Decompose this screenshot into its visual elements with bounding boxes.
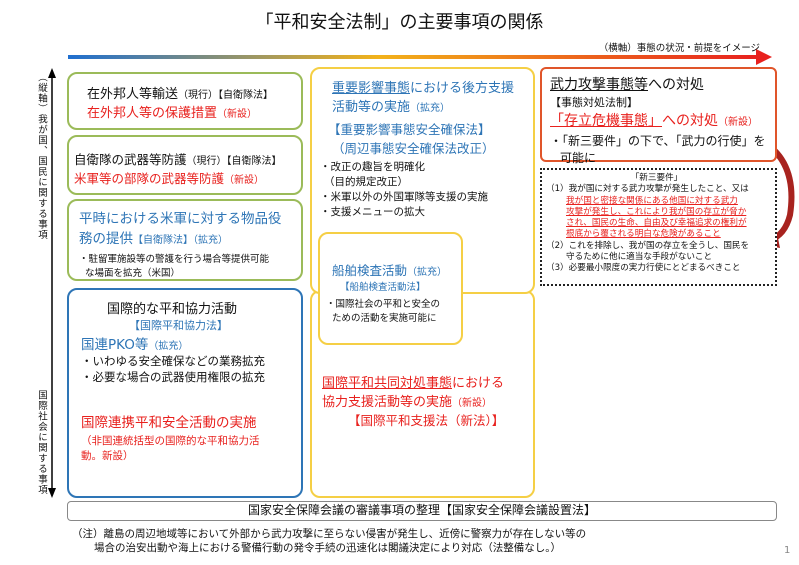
vertical-axis-arrow — [48, 68, 56, 498]
intl-peace-text: 国際平和共同対処事態における 協力支援活動等の実施（新設） 【国際平和支援法（新… — [322, 376, 505, 428]
box-overseas-evacuation: 在外邦人等輸送（現行）【自衛隊法】 在外邦人等の保護措置（新設） — [67, 72, 303, 130]
box-armed-attack: 武力攻撃事態等への対処 【事態対処法制】 「存立危機事態」への対処（新設） ・「… — [540, 67, 777, 165]
vertical-axis-label-top: （縦軸）我が国、国民に関する事項 — [36, 72, 47, 240]
box-peace-cooperation: 国際的な平和協力活動 【国際平和協力法】 国連PKO等（拡充） ・いわゆる安全確… — [67, 288, 303, 498]
horizontal-axis-arrow — [68, 49, 772, 65]
page-title: 「平和安全法制」の主要事項の関係 — [255, 12, 544, 33]
box-nsc: 国家安全保障会議の審議事項の整理【国家安全保障会議設置法】 — [67, 501, 777, 521]
box-ship-inspection: 船舶検査活動（拡充） 【船舶検査活動法】 ・国際社会の平和と安全の ための活動を… — [318, 232, 463, 345]
box-weapons-protection: 自衛隊の武器等防護（現行）【自衛隊法】 米軍等の部隊の武器等防護（新設） — [67, 135, 303, 195]
vertical-axis-label-bottom: 国際社会に関する事項 — [36, 390, 47, 495]
footnote: （注）離島の周辺地域等において外部から武力攻撃に至らない侵害が発生し、近傍に警察… — [72, 528, 587, 554]
page-number: 1 — [784, 545, 791, 556]
horizontal-axis-label: （横軸）事態の状況・前提をイメージ — [598, 43, 760, 54]
box-three-requirements: 「新三要件」 （1）我が国に対する武力攻撃が発生したこと、又は 我が国と密接な関… — [540, 168, 777, 286]
box-goods-services: 平時における米軍に対する物品役 務の提供【自衛隊法】（拡充） ・駐留軍施設等の警… — [67, 199, 303, 281]
